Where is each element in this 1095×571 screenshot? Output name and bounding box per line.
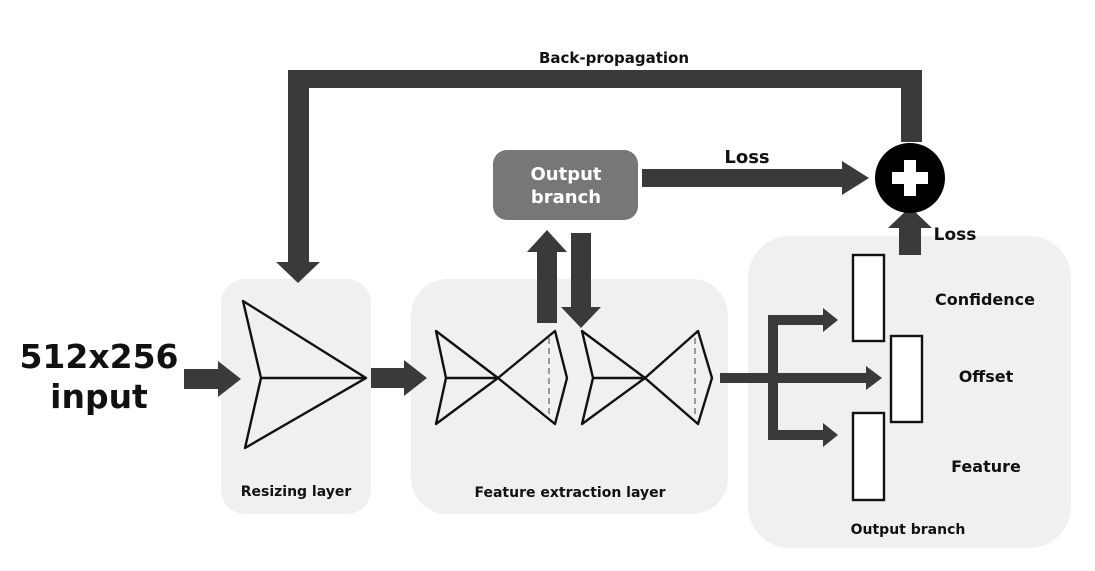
resize-to-feature-arrow (371, 360, 427, 396)
up-arrow-to-output-branch (527, 230, 567, 323)
feature-hourglass-2 (580, 329, 714, 426)
output-branch-box-label-line1: Output (530, 164, 601, 185)
branch-arrow-offset (778, 366, 882, 390)
top-loss-label: Loss (724, 147, 769, 168)
input-label-line1: 512x256 (19, 337, 178, 376)
input-arrow (184, 361, 241, 397)
offset-output-rect (889, 334, 924, 424)
top-loss-arrow (642, 161, 869, 195)
output-branch-box (493, 150, 638, 220)
confidence-label: Confidence (935, 290, 1035, 309)
right-loss-arrow (888, 207, 932, 255)
resizing-pyramid-shape (241, 299, 368, 450)
feature-hourglass-1 (434, 329, 569, 426)
feature-to-branch-stem (720, 373, 768, 383)
branch-vertical-bar (768, 315, 778, 439)
feature-extraction-panel (411, 279, 728, 514)
confidence-output-rect (851, 253, 886, 343)
right-loss-label: Loss (934, 225, 977, 245)
output-branch-box-label-line2: branch (531, 187, 601, 208)
input-label-line2: input (50, 377, 148, 416)
resizing-layer-label: Resizing layer (241, 484, 352, 500)
back-propagation-label: Back-propagation (539, 49, 689, 67)
feature-label: Feature (951, 457, 1021, 476)
offset-label: Offset (959, 367, 1014, 386)
branch-arrow-confidence (768, 308, 838, 332)
output-branch-panel-label: Output branch (851, 522, 966, 538)
feature-extraction-label: Feature extraction layer (474, 485, 665, 501)
down-arrow-from-output-branch (561, 233, 601, 328)
branch-arrow-feature (768, 423, 838, 447)
plus-circle-icon (875, 143, 945, 213)
resizing-layer-panel (221, 279, 371, 514)
feature-output-rect (851, 411, 886, 502)
